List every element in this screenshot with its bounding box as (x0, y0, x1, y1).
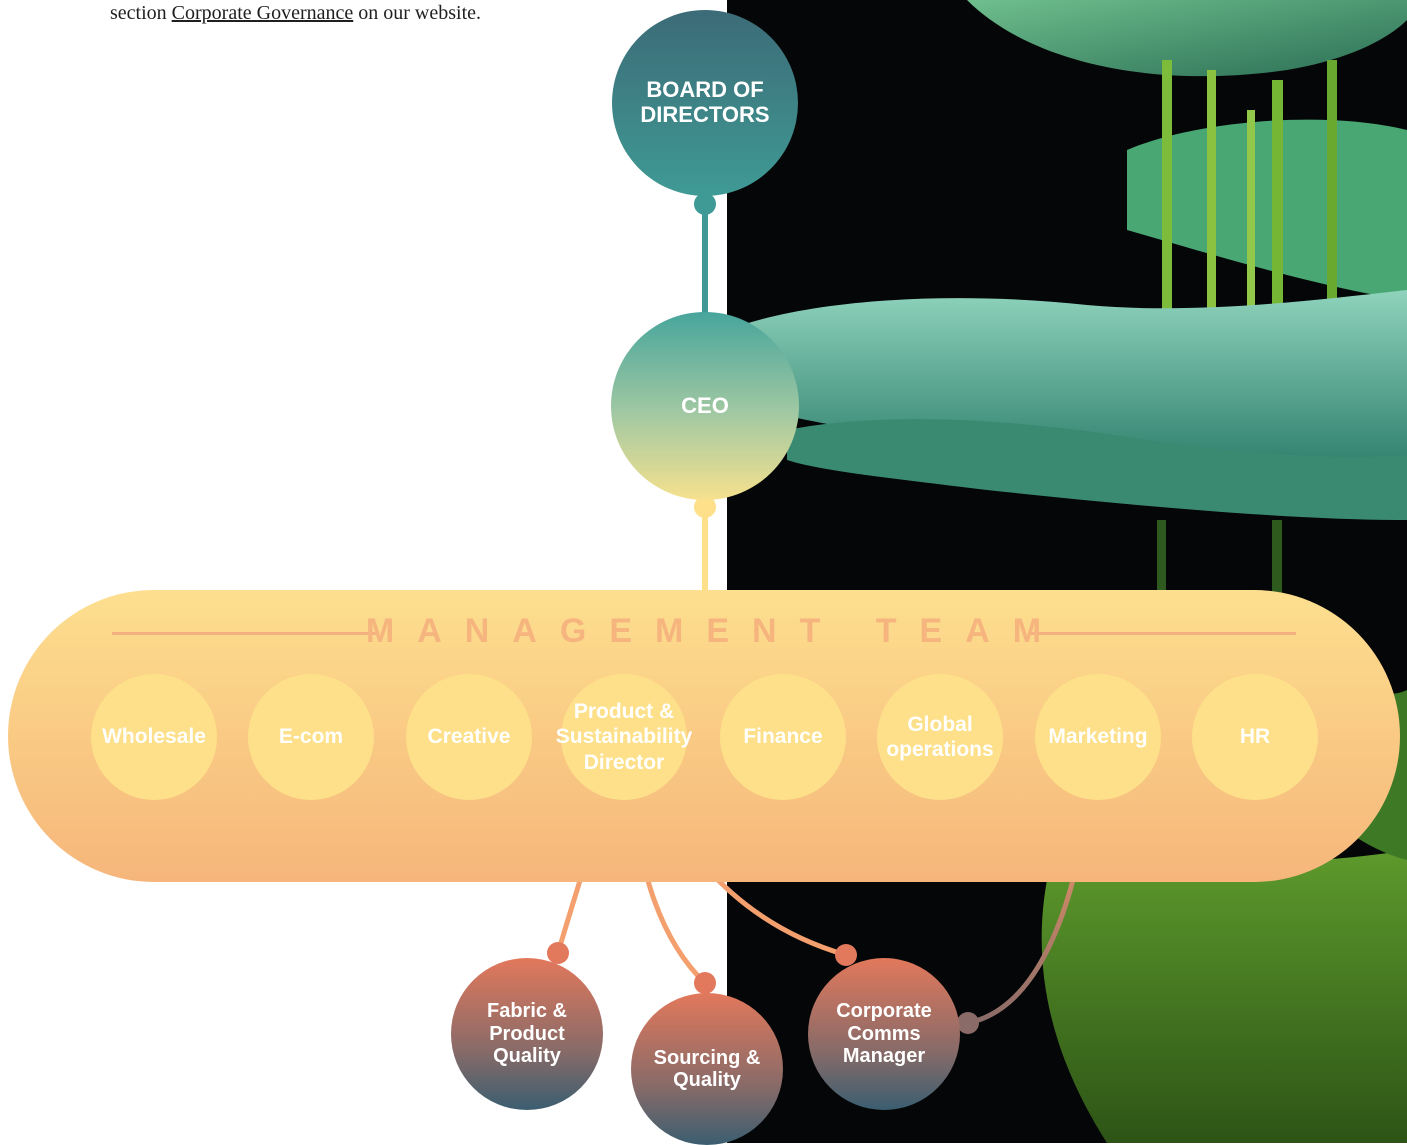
dept-wholesale-label: Wholesale (102, 725, 206, 749)
management-team-title: MANAGEMENT TEAM (365, 612, 1065, 650)
intro-suffix: on our website. (353, 2, 482, 24)
dept-hr: HR (1192, 674, 1318, 800)
dept-marketing-label: Marketing (1048, 725, 1148, 749)
ceo-label: CEO (681, 392, 729, 418)
board-connector-dot (694, 193, 716, 215)
dept-ecom: E-com (248, 674, 374, 800)
dept-creative: Creative (406, 674, 532, 800)
sourcing-quality-node: Sourcing & Quality (631, 993, 783, 1145)
dept-wholesale: Wholesale (91, 674, 217, 800)
sourcing-connector-dot (694, 972, 716, 994)
comms-label: Corporate Comms Manager (836, 1000, 932, 1068)
intro-prefix: section (110, 2, 172, 24)
dept-product-label: Product & Sustainability Director (555, 700, 693, 774)
board-of-directors-node: BOARD OF DIRECTORS (612, 10, 798, 196)
dept-ecom-label: E-com (278, 725, 344, 749)
sourcing-label: Sourcing & Quality (653, 1046, 761, 1091)
fabric-label: Fabric & Product Quality (486, 1000, 568, 1068)
dept-marketing: Marketing (1035, 674, 1161, 800)
intro-text: section Corporate Governance on our webs… (110, 2, 481, 25)
dept-finance-label: Finance (743, 725, 823, 749)
management-team-panel (8, 590, 1400, 882)
lily-pad-photo (727, 0, 1407, 1143)
dept-global-operations: Global operations (877, 674, 1003, 800)
fabric-product-quality-node: Fabric & Product Quality (451, 958, 603, 1110)
title-rule-right (1030, 632, 1296, 635)
dept-hr-label: HR (1239, 725, 1271, 749)
corporate-comms-manager-node: Corporate Comms Manager (808, 958, 960, 1110)
dept-finance: Finance (720, 674, 846, 800)
title-rule-left (112, 632, 377, 635)
board-label: BOARD OF DIRECTORS (640, 77, 770, 127)
corporate-governance-link[interactable]: Corporate Governance (171, 2, 354, 24)
ceo-node: CEO (611, 312, 799, 500)
dept-creative-label: Creative (427, 725, 511, 749)
dept-product-sustainability-director: Product & Sustainability Director (556, 674, 692, 800)
dept-global-label: Global operations (886, 712, 994, 761)
